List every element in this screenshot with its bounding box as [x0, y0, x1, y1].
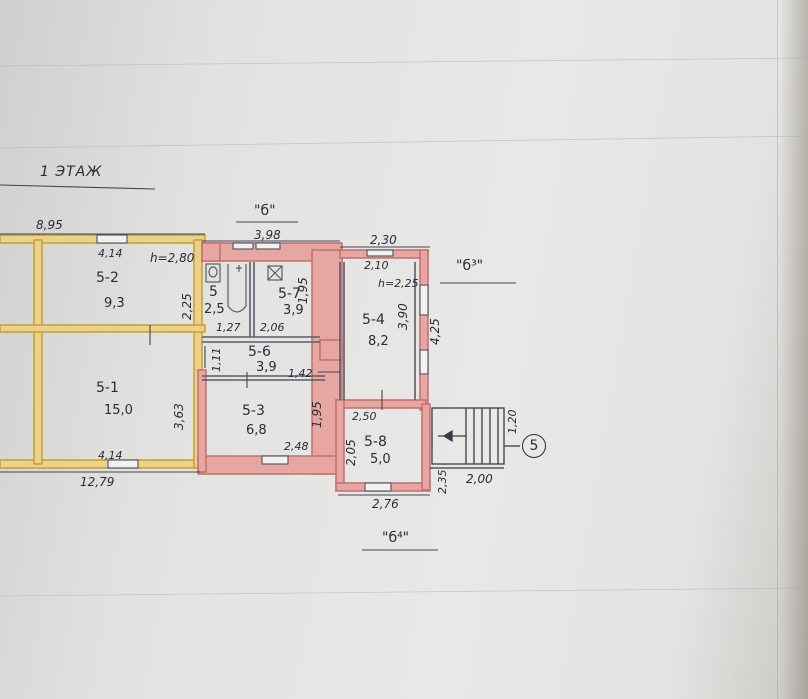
dim-3-63: 3,63 [172, 403, 186, 430]
room-area-5-7: 3,9 [283, 303, 304, 318]
room-area-5-4: 8,2 [368, 334, 389, 349]
room-number-5-1: 5-1 [96, 380, 119, 396]
paper-margin-line [777, 0, 778, 699]
dim-2-10: 2,10 [364, 259, 389, 272]
dim-2-76: 2,76 [372, 497, 399, 511]
dim-1-42: 1,42 [288, 367, 313, 380]
room-number-5: 5 [209, 284, 218, 300]
room-area-5-1: 15,0 [104, 403, 133, 418]
dim-2-00: 2,00 [466, 472, 493, 486]
partitions [202, 262, 416, 400]
window-marks [96, 234, 429, 492]
section-label-b4: "б⁴" [382, 530, 410, 546]
room-number-5-2: 5-2 [96, 270, 119, 286]
dimension-lines [0, 184, 516, 551]
room-number-5-8: 5-8 [364, 434, 387, 450]
dim-8-95: 8,95 [36, 218, 63, 232]
dim-4-14-bottom: 4,14 [98, 449, 123, 462]
floor-title: 1 ЭТАЖ [40, 164, 103, 180]
room-area-5-6: 3,9 [256, 360, 277, 375]
room-number-5-4: 5-4 [362, 312, 385, 328]
sheet-faint-lines [0, 57, 808, 597]
paper-edge-shadow [780, 0, 808, 699]
dim-1-11: 1,11 [210, 347, 223, 373]
dim-2-35: 2,35 [436, 469, 449, 495]
dim-12-79: 12,79 [80, 475, 115, 489]
porch-stairs [430, 407, 520, 469]
room-number-5-3: 5-3 [242, 403, 265, 419]
dim-2-06: 2,06 [260, 321, 285, 334]
dim-2-25: 2,25 [180, 293, 194, 320]
dim-1-95-a: 1,95 [296, 277, 310, 304]
room-area-5: 2,5 [204, 302, 225, 317]
dim-3-90: 3,90 [396, 303, 410, 330]
sanitary-fixtures [205, 263, 283, 313]
height-label-main: h=2,80 [150, 251, 195, 265]
walls-pink [197, 242, 431, 492]
dim-2-48: 2,48 [284, 440, 309, 453]
room-area-5-2: 9,3 [104, 296, 125, 311]
building-number-badge: 5 [522, 434, 546, 458]
room-number-5-6: 5-6 [248, 344, 271, 360]
room-area-5-3: 6,8 [246, 423, 267, 438]
height-label-annex: h=2,25 [378, 277, 419, 290]
dim-1-27: 1,27 [216, 321, 241, 334]
dim-2-05: 2,05 [344, 439, 358, 466]
dim-1-95-b: 1,95 [310, 401, 324, 428]
dim-3-98: 3,98 [254, 228, 281, 242]
dim-4-25: 4,25 [428, 318, 442, 345]
dim-1-20: 1,20 [506, 409, 519, 435]
room-number-5-7: 5-7 [278, 286, 301, 302]
section-label-b: "б" [254, 203, 276, 219]
room-area-5-8: 5,0 [370, 452, 391, 467]
section-label-b3: "б³" [456, 258, 484, 274]
dim-2-30: 2,30 [370, 233, 397, 247]
dim-2-50: 2,50 [352, 410, 377, 423]
dim-4-14-top: 4,14 [98, 247, 123, 260]
